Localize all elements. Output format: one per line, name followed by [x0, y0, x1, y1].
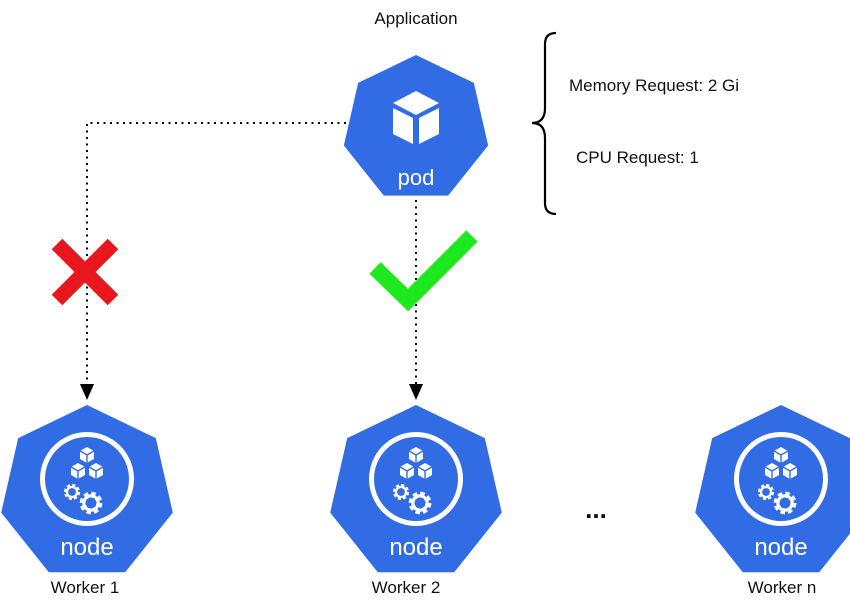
worker-2-node-icon: node	[330, 405, 502, 573]
arrowhead-worker-2	[409, 384, 423, 400]
worker-1-label: Worker 1	[51, 578, 120, 597]
node-label: node	[60, 534, 113, 561]
worker-1-node-icon: node	[1, 405, 173, 573]
node-label: node	[754, 534, 807, 561]
pod-label: pod	[398, 165, 435, 190]
worker-n-label: Worker n	[748, 578, 817, 597]
cross-icon	[51, 238, 119, 306]
dotted-connector-pod-to-worker-1	[86, 122, 346, 386]
arrowhead-worker-1	[80, 384, 94, 400]
cpu-request-text: CPU Request: 1	[576, 148, 699, 167]
ellipsis: ...	[585, 494, 607, 524]
node-label: node	[389, 534, 442, 561]
worker-2-label: Worker 2	[372, 578, 441, 597]
application-title: Application	[374, 9, 457, 28]
worker-n-node-icon: node	[695, 405, 850, 573]
checkmark-icon	[369, 230, 478, 312]
curly-brace-icon	[531, 31, 557, 216]
cube-icon	[393, 91, 439, 144]
pod-icon: pod	[343, 55, 489, 196]
memory-request-text: Memory Request: 2 Gi	[569, 76, 739, 95]
